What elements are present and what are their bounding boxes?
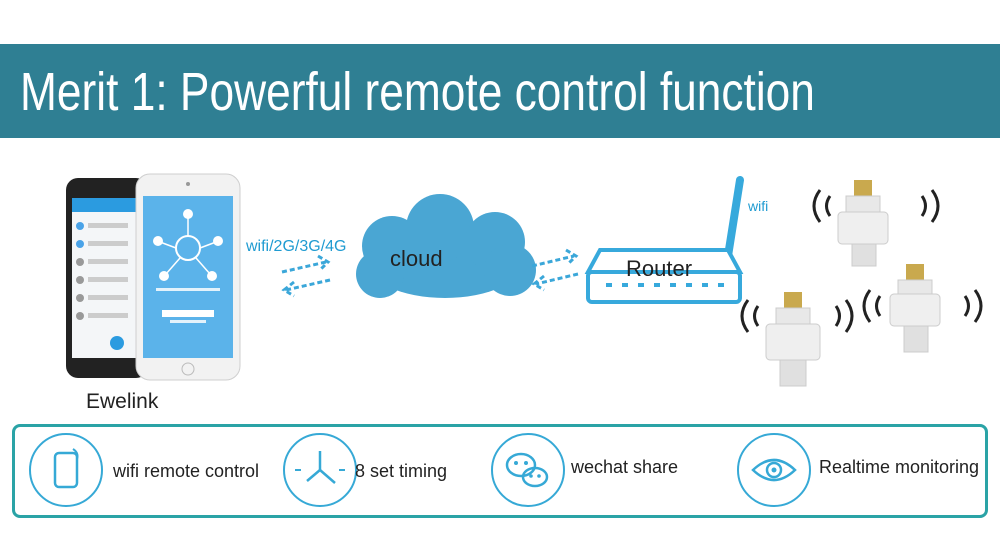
left-signal-arrows: [281, 254, 331, 298]
phone-icon: [29, 433, 103, 507]
socket-bottom-left: [740, 292, 854, 387]
socket-middle-right: [862, 264, 983, 353]
cloud-label: cloud: [390, 246, 443, 271]
wechat-icon: [491, 433, 565, 507]
feature-realtime-monitoring: Realtime monitoring: [737, 431, 987, 513]
clock-icon: [283, 433, 357, 507]
network-diagram: Ewelink wifi/2G/3G/4G cloud Router wifi: [0, 150, 1000, 420]
phone-back-image: [66, 178, 148, 378]
diagram-illustration: [66, 173, 983, 387]
wifi-label: wifi: [748, 198, 769, 214]
network-label: wifi/2G/3G/4G: [246, 238, 347, 255]
feature-wechat-share: wechat share: [491, 431, 711, 513]
feature-label: wechat share: [571, 457, 679, 477]
feature-label: 8 set timing: [355, 461, 448, 481]
app-label: Ewelink: [86, 390, 159, 413]
router-image: [584, 176, 744, 304]
features-panel: wifi remote control 8 set timing wechat …: [12, 424, 988, 518]
title-banner: [0, 44, 1000, 138]
feature-label: Realtime monitoring: [819, 457, 980, 477]
feature-label: wifi remote control: [113, 461, 260, 481]
router-label: Router: [626, 256, 693, 281]
eye-icon: [737, 433, 811, 507]
phone-front-image: [135, 173, 241, 381]
feature-timing: 8 set timing: [283, 431, 483, 513]
socket-top-right: [812, 180, 940, 267]
feature-wifi-remote-control: wifi remote control: [29, 431, 279, 513]
page-title: Merit 1: Powerful remote control functio…: [20, 62, 815, 122]
right-signal-arrows: [531, 248, 579, 292]
cloud-image: [356, 194, 536, 298]
